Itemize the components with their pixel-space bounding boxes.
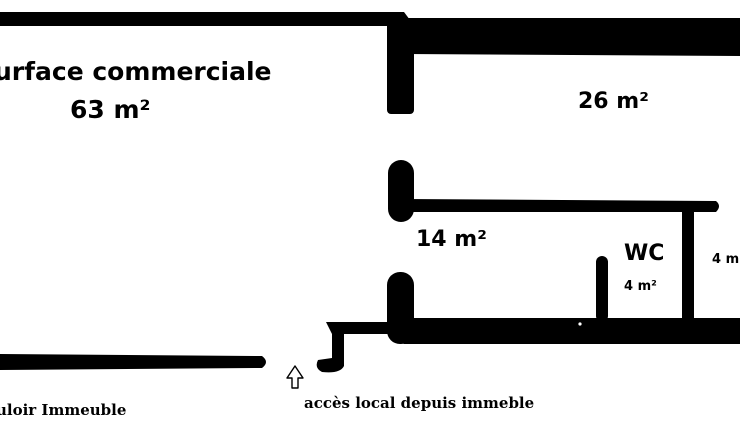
wall-corridor <box>0 354 266 370</box>
room-commercial-area: 63 m² <box>70 95 151 124</box>
wall-wc-right <box>682 206 694 326</box>
access-label: accès local depuis immeble <box>304 394 534 412</box>
room-14-area: 14 m² <box>416 227 487 252</box>
room-commercial-label: urface commerciale <box>0 57 272 86</box>
wall-room-14-top <box>404 199 719 212</box>
wall-access-step <box>316 322 400 373</box>
room-26-area: 26 m² <box>578 89 649 114</box>
room-wc-title: WC <box>624 241 664 266</box>
room-wc-area: 4 m² <box>624 279 657 294</box>
room-4-area: 4 m <box>712 252 739 267</box>
corridor-label: uloir Immeuble <box>0 401 126 419</box>
wall-pillar-middle <box>388 160 414 222</box>
wall-top-right <box>396 18 740 56</box>
wall-top-left <box>0 12 410 26</box>
hollow-up-arrow-icon <box>286 365 304 389</box>
wall-bottom-right <box>395 318 740 344</box>
wall-wc-partition <box>596 256 608 322</box>
wall-pillar-top <box>387 22 414 114</box>
wall-mark <box>578 322 582 326</box>
